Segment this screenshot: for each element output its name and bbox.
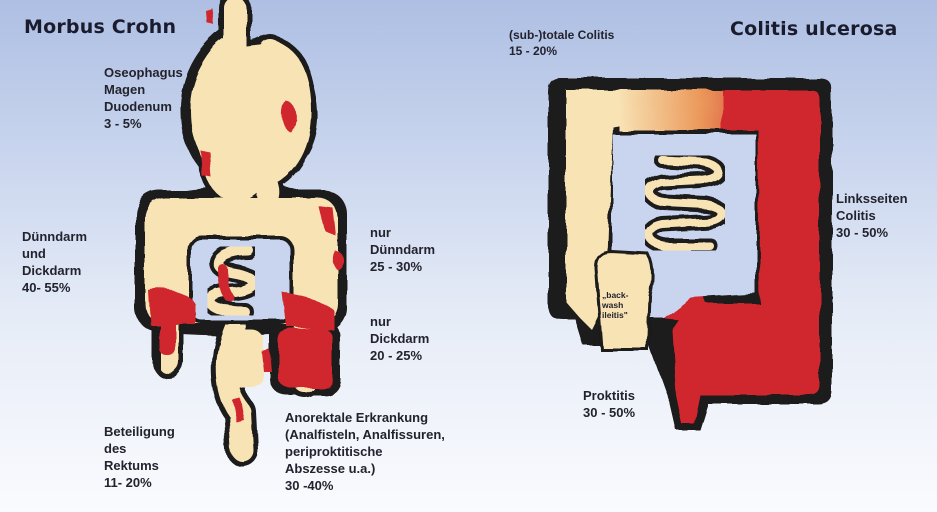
label-only-small-bowel: nur Dünndarm 25 - 30%: [370, 224, 435, 275]
label-proctitis: Proktitis 30 - 50%: [583, 387, 635, 421]
label-small-and-large-bowel: Dünndarm und Dickdarm 40- 55%: [22, 228, 87, 296]
label-backwash-ileitis: „back- wash ileitis": [602, 290, 628, 320]
label-upper-gi: Oseophagus Magen Duodenum 3 - 5%: [104, 64, 183, 132]
label-only-large-bowel: nur Dickdarm 20 - 25%: [370, 313, 429, 364]
title-morbus-crohn: Morbus Crohn: [24, 16, 176, 38]
label-left-sided-colitis: Linksseiten Colitis 30 - 50%: [836, 190, 908, 241]
title-colitis-ulcerosa: Colitis ulcerosa: [730, 18, 897, 40]
label-anorectal: Anorektale Erkrankung (Analfisteln, Anal…: [285, 409, 445, 494]
label-total-colitis: (sub-)totale Colitis 15 - 20%: [509, 27, 614, 59]
label-rectum: Beteiligung des Rektums 11- 20%: [104, 423, 175, 491]
colitis-colon: [548, 78, 832, 430]
